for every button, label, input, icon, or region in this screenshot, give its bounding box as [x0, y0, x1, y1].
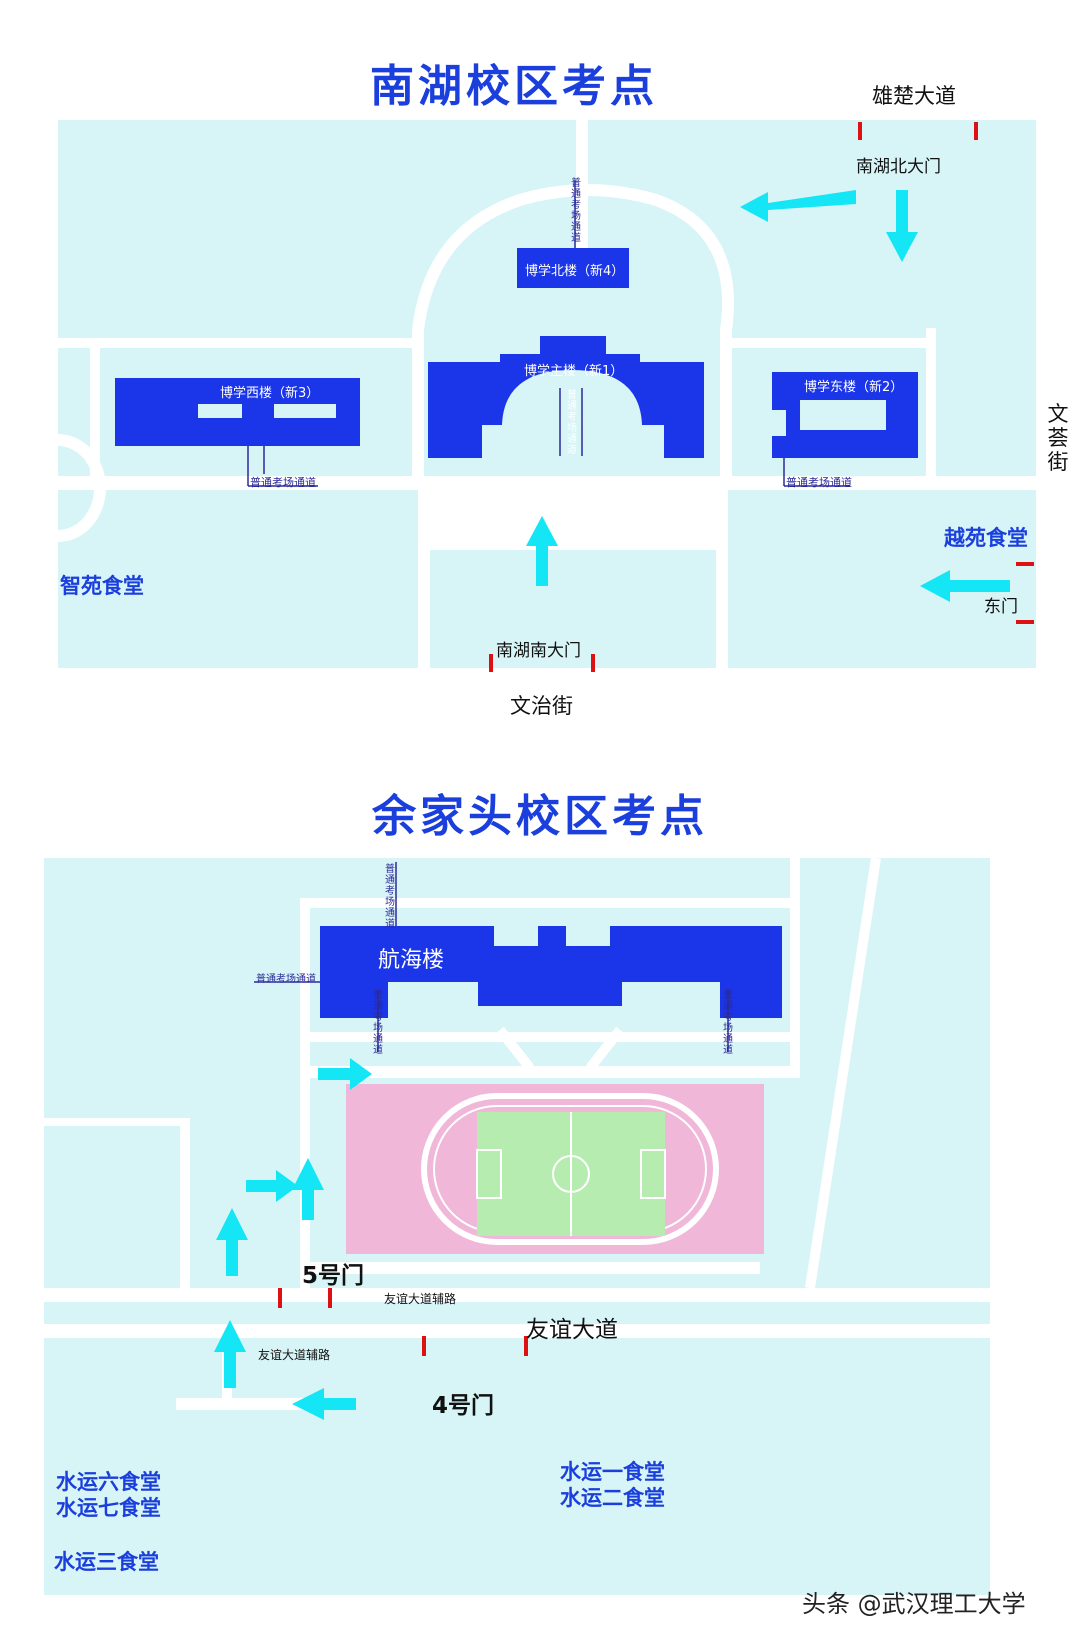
road-label-north: 雄楚大道: [872, 84, 956, 108]
canteen-six: 水运六食堂: [56, 1470, 161, 1494]
road-field-bottom: [300, 1262, 760, 1274]
yujiatou-title: 余家头校区考点: [372, 791, 708, 842]
nanhu-buildings: [115, 248, 918, 458]
arrow-right-upper: [246, 1170, 298, 1202]
passage-label-hanghai-left: 普通考场通道: [256, 974, 316, 985]
passage-label-hanghai-top: 普通考场通道: [385, 864, 395, 930]
building-north-shape: [517, 248, 629, 288]
gate-label-south: 南湖南大门: [496, 641, 581, 661]
nanhu-roads: [58, 120, 1036, 668]
arrow-south-up: [526, 516, 558, 586]
gate-label-north: 南湖北大门: [856, 157, 941, 177]
nanhu-arch-road: [412, 184, 734, 490]
road-inner-right: [790, 858, 800, 1078]
arrow-up-inner: [292, 1158, 324, 1220]
canteen-zhiyuan: 智苑食堂: [60, 574, 144, 598]
building-hanghai-shape: [320, 926, 782, 1018]
road-diagonal-east: [805, 857, 881, 1289]
nanhu-arrows: [526, 190, 1010, 602]
gate4-right: [524, 1336, 528, 1356]
field-markings: [476, 1112, 666, 1236]
building-hanghai-label: 航海楼: [378, 948, 445, 973]
footer-watermark: 头条 @武汉理工大学: [802, 1590, 1026, 1618]
nanhu-passage-lines: [247, 180, 850, 487]
road-inner-vertical: [300, 900, 310, 1300]
nanhu-roundabout: [57, 434, 106, 542]
passage-label-main: 普通考场通道: [567, 390, 577, 456]
passage-label-hanghai-bottom-right: 普通考场通道: [723, 990, 733, 1056]
arrow-north-down: [886, 190, 918, 262]
arrow-east-west: [920, 570, 1010, 602]
gate-south-right: [591, 654, 595, 672]
canteen-two: 水运二食堂: [560, 1486, 665, 1510]
gate-north-left: [858, 122, 862, 140]
road-label-aux-south: 友谊大道辅路: [258, 1348, 331, 1362]
building-west-label: 博学西楼（新3）: [220, 386, 320, 401]
arrow-up-left-upper: [216, 1208, 248, 1276]
passage-label-east: 普通考场通道: [786, 476, 852, 489]
passage-label-hanghai-bottom-left: 普通考场通道: [373, 990, 383, 1056]
road-label-main: 友谊大道: [526, 1317, 618, 1343]
yujiatou-gates: [278, 1288, 528, 1356]
road-youyi-main: [44, 1324, 990, 1338]
canteen-yueyuan: 越苑食堂: [944, 526, 1028, 550]
gate4-left: [422, 1336, 426, 1356]
building-east-label: 博学东楼（新2）: [804, 380, 904, 395]
yujiatou-passage-lines: [254, 862, 729, 1052]
arrow-up-left-lower: [214, 1320, 246, 1388]
gate5-label: 5号门: [302, 1263, 365, 1289]
gate-north-right: [974, 122, 978, 140]
road-label-aux-north: 友谊大道辅路: [384, 1292, 457, 1306]
canteen-seven: 水运七食堂: [56, 1496, 161, 1520]
road-label-south: 文治街: [510, 694, 573, 718]
arrow-to-building-front: [318, 1058, 372, 1090]
gate5-right: [328, 1288, 332, 1308]
road-building-front: [310, 1032, 790, 1042]
canteen-three: 水运三食堂: [54, 1550, 159, 1574]
gate4-label: 4号门: [432, 1393, 495, 1419]
nanhu-road-horizontal-upper-east: [726, 338, 936, 348]
passage-label-north: 普通考场通道: [571, 178, 581, 244]
arrow-lower-west: [292, 1388, 356, 1420]
road-label-east: 文荟街: [1047, 402, 1069, 474]
building-north-label: 博学北楼（新4）: [525, 264, 625, 279]
gate-east-top: [1016, 562, 1034, 566]
nanhu-title: 南湖校区考点: [370, 61, 658, 112]
road-vertical-left: [180, 1125, 190, 1295]
passage-label-west: 普通考场通道: [250, 476, 316, 489]
gate5-left: [278, 1288, 282, 1308]
canteen-one: 水运一食堂: [560, 1460, 665, 1484]
nanhu-plaza-road-2: [418, 550, 430, 668]
nanhu-building-holes: [198, 400, 886, 436]
building-main-label: 博学主楼（新1）: [524, 364, 624, 379]
gate-label-east: 东门: [984, 597, 1018, 617]
road-inner-top: [300, 898, 800, 908]
nanhu-road-east-vertical: [926, 328, 936, 478]
nanhu-gates: [489, 122, 1034, 672]
running-track: [421, 1093, 719, 1245]
nanhu-road-horizontal-mid: [58, 476, 1036, 490]
nanhu-plaza-road: [418, 490, 728, 550]
yujiatou-arrows: [214, 1058, 372, 1420]
arrow-north-west: [740, 190, 856, 222]
building-main-shape: [428, 336, 704, 458]
gate-south-left: [489, 654, 493, 672]
road-around-field: [300, 1066, 800, 1078]
nanhu-road-west-vertical: [90, 345, 100, 485]
nanhu-road-horizontal-upper: [58, 338, 416, 348]
road-left-h: [44, 1118, 190, 1126]
nanhu-plaza-road-3: [716, 550, 728, 668]
gate-east-bottom: [1016, 620, 1034, 624]
